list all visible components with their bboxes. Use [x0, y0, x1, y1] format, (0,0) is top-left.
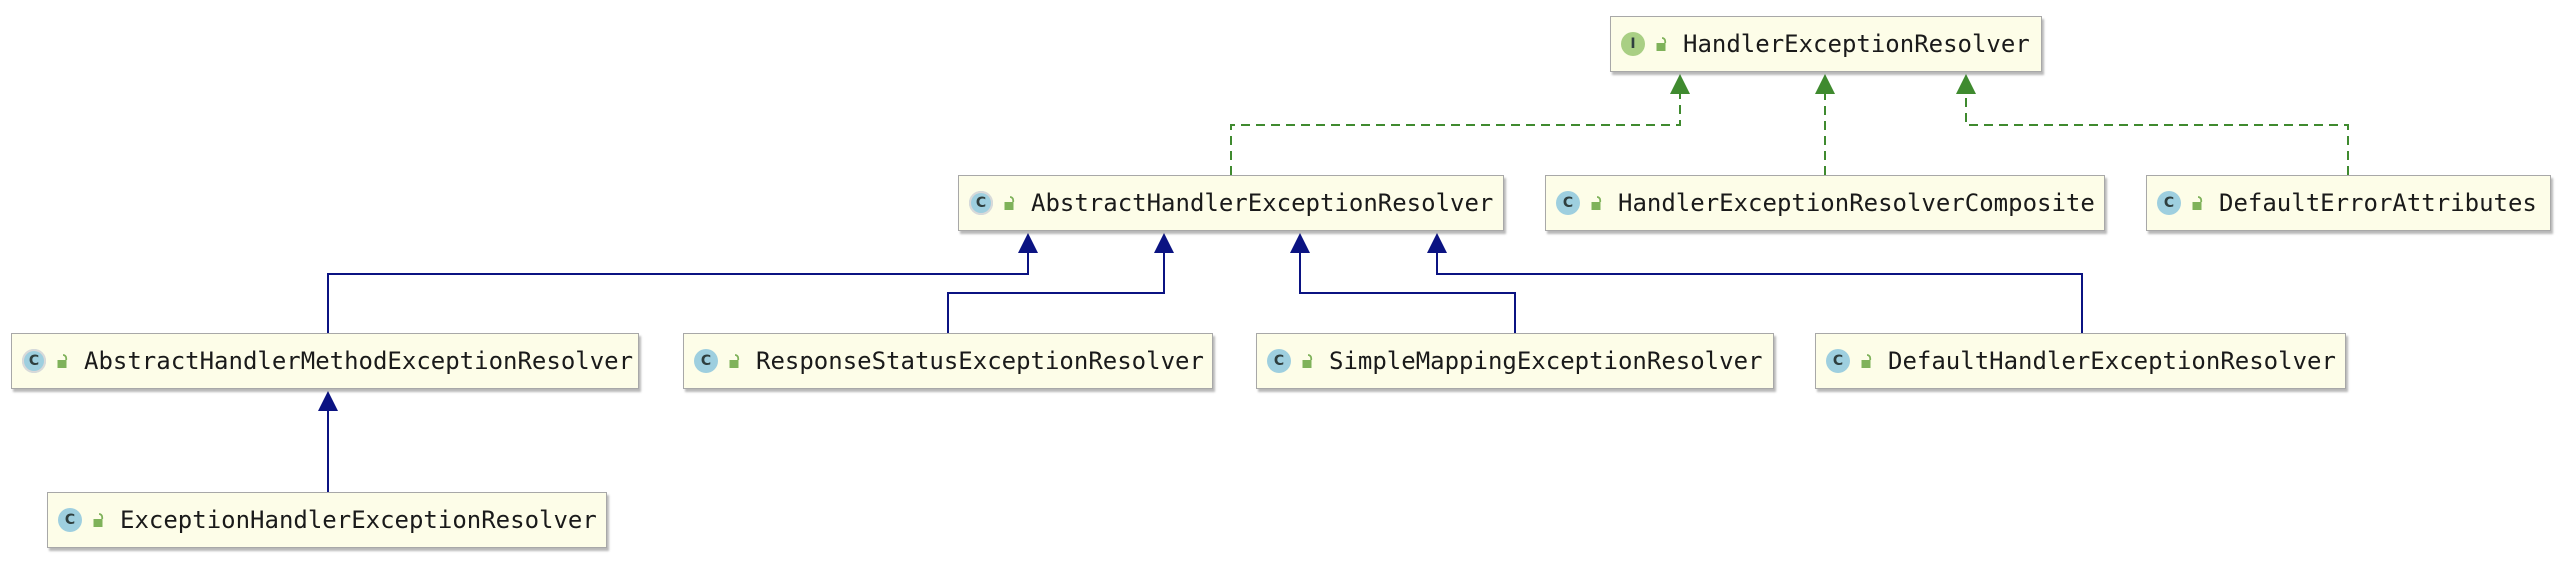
node-label: HandlerExceptionResolver: [1683, 30, 2030, 58]
class-icon: C: [1826, 349, 1850, 373]
edge-arrowhead: [1670, 74, 1690, 94]
lock-icon: [56, 353, 70, 369]
lock-icon: [1003, 195, 1017, 211]
edge-extends: [1427, 233, 2083, 333]
node-response-status-exception-resolver[interactable]: C ResponseStatusExceptionResolver: [683, 333, 1213, 389]
edge-arrowhead: [1290, 233, 1310, 253]
node-abstract-handler-method-exception-resolver[interactable]: C AbstractHandlerMethodExceptionResolver: [11, 333, 639, 389]
edge-line: [1965, 92, 2349, 175]
edge-implements: [1956, 74, 2349, 175]
class-icon: C: [1267, 349, 1291, 373]
node-abstract-handler-exception-resolver[interactable]: C AbstractHandlerExceptionResolver: [958, 175, 1504, 231]
edge-arrowhead: [1956, 74, 1976, 94]
edge-line: [327, 251, 1029, 333]
node-exception-handler-exception-resolver[interactable]: C ExceptionHandlerExceptionResolver: [47, 492, 607, 548]
edge-extends: [1290, 233, 1516, 333]
edge-extends: [327, 233, 1038, 333]
lock-icon: [728, 353, 742, 369]
node-label: HandlerExceptionResolverComposite: [1618, 189, 2095, 217]
abstract-class-icon: C: [969, 191, 993, 215]
edge-implements: [1815, 74, 1835, 175]
edge-extends: [318, 391, 338, 492]
node-default-handler-exception-resolver[interactable]: C DefaultHandlerExceptionResolver: [1815, 333, 2346, 389]
edge-arrowhead: [1154, 233, 1174, 253]
node-handler-exception-resolver[interactable]: I HandlerExceptionResolver: [1610, 16, 2042, 72]
edge-line: [1299, 251, 1516, 333]
node-label: AbstractHandlerExceptionResolver: [1031, 189, 1494, 217]
lock-icon: [1655, 36, 1669, 52]
edge-arrowhead: [1427, 233, 1447, 253]
class-icon: C: [2157, 191, 2181, 215]
edge-line: [1436, 251, 2083, 333]
edge-arrowhead: [1018, 233, 1038, 253]
lock-icon: [2191, 195, 2205, 211]
node-label: SimpleMappingExceptionResolver: [1329, 347, 1763, 375]
class-icon: C: [694, 349, 718, 373]
node-label: ResponseStatusExceptionResolver: [756, 347, 1204, 375]
node-handler-exception-resolver-composite[interactable]: C HandlerExceptionResolverComposite: [1545, 175, 2105, 231]
edge-implements: [1230, 74, 1690, 175]
node-simple-mapping-exception-resolver[interactable]: C SimpleMappingExceptionResolver: [1256, 333, 1774, 389]
node-label: DefaultErrorAttributes: [2219, 189, 2537, 217]
lock-icon: [1301, 353, 1315, 369]
node-label: ExceptionHandlerExceptionResolver: [120, 506, 597, 534]
edge-arrowhead: [318, 391, 338, 411]
edge-line: [947, 251, 1165, 333]
abstract-class-icon: C: [22, 349, 46, 373]
lock-icon: [1860, 353, 1874, 369]
node-label: DefaultHandlerExceptionResolver: [1888, 347, 2336, 375]
interface-icon: I: [1621, 32, 1645, 56]
lock-icon: [1590, 195, 1604, 211]
edge-extends: [947, 233, 1174, 333]
edge-arrowhead: [1815, 74, 1835, 94]
lock-icon: [92, 512, 106, 528]
node-default-error-attributes[interactable]: C DefaultErrorAttributes: [2146, 175, 2551, 231]
class-icon: C: [1556, 191, 1580, 215]
class-icon: C: [58, 508, 82, 532]
edge-line: [1230, 92, 1681, 175]
node-label: AbstractHandlerMethodExceptionResolver: [84, 347, 634, 375]
